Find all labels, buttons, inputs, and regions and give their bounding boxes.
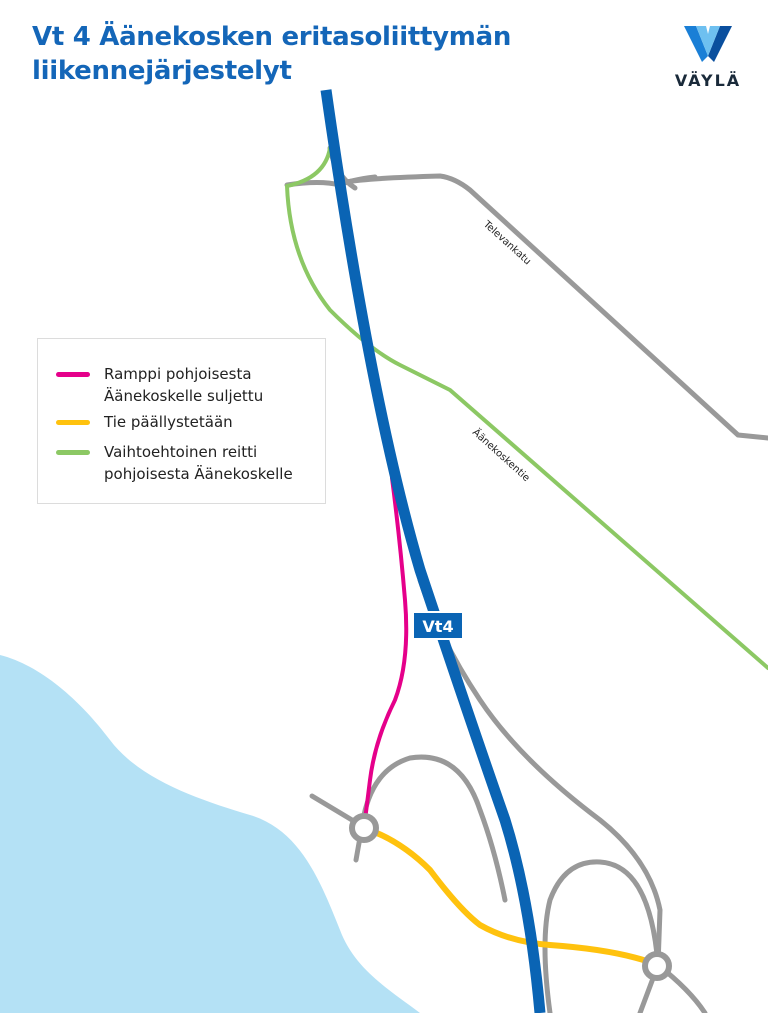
paved-road-line	[361, 825, 661, 968]
legend-swatch-yellow	[56, 420, 90, 425]
roundabout-west	[349, 813, 379, 843]
legend-label: Vaihtoehtoinen reitti pohjoisesta Ääneko…	[104, 443, 293, 483]
vayla-logo: VÄYLÄ	[668, 26, 748, 96]
page-title: Vt 4 Äänekosken eritasoliittymän liikenn…	[32, 20, 511, 88]
highway-vt4-line	[320, 89, 546, 1013]
vayla-logo-text: VÄYLÄ	[674, 71, 742, 90]
map-legend: Ramppi pohjoisesta Äänekoskelle suljettu…	[37, 338, 326, 504]
lake-water	[0, 655, 420, 1013]
closed-ramp-line	[362, 476, 409, 830]
alternative-route-line	[285, 146, 768, 670]
vayla-v-logo-icon	[684, 26, 732, 62]
title-line-2: liikennejärjestelyt	[32, 56, 292, 86]
legend-label: Ramppi pohjoisesta Äänekoskelle suljettu	[104, 365, 264, 405]
roundabout-east	[642, 951, 672, 981]
legend-swatch-magenta	[56, 372, 90, 377]
title-line-1: Vt 4 Äänekosken eritasoliittymän	[32, 22, 512, 52]
loop-ramp-west	[359, 754, 508, 903]
legend-label: Tie päällystetään	[104, 413, 233, 431]
highway-shield: Vt4	[412, 611, 464, 640]
televankatu-road	[342, 173, 768, 441]
legend-swatch-green	[56, 450, 90, 455]
highway-shield-label: Vt4	[422, 617, 453, 636]
loop-ramp-east	[542, 859, 661, 1013]
